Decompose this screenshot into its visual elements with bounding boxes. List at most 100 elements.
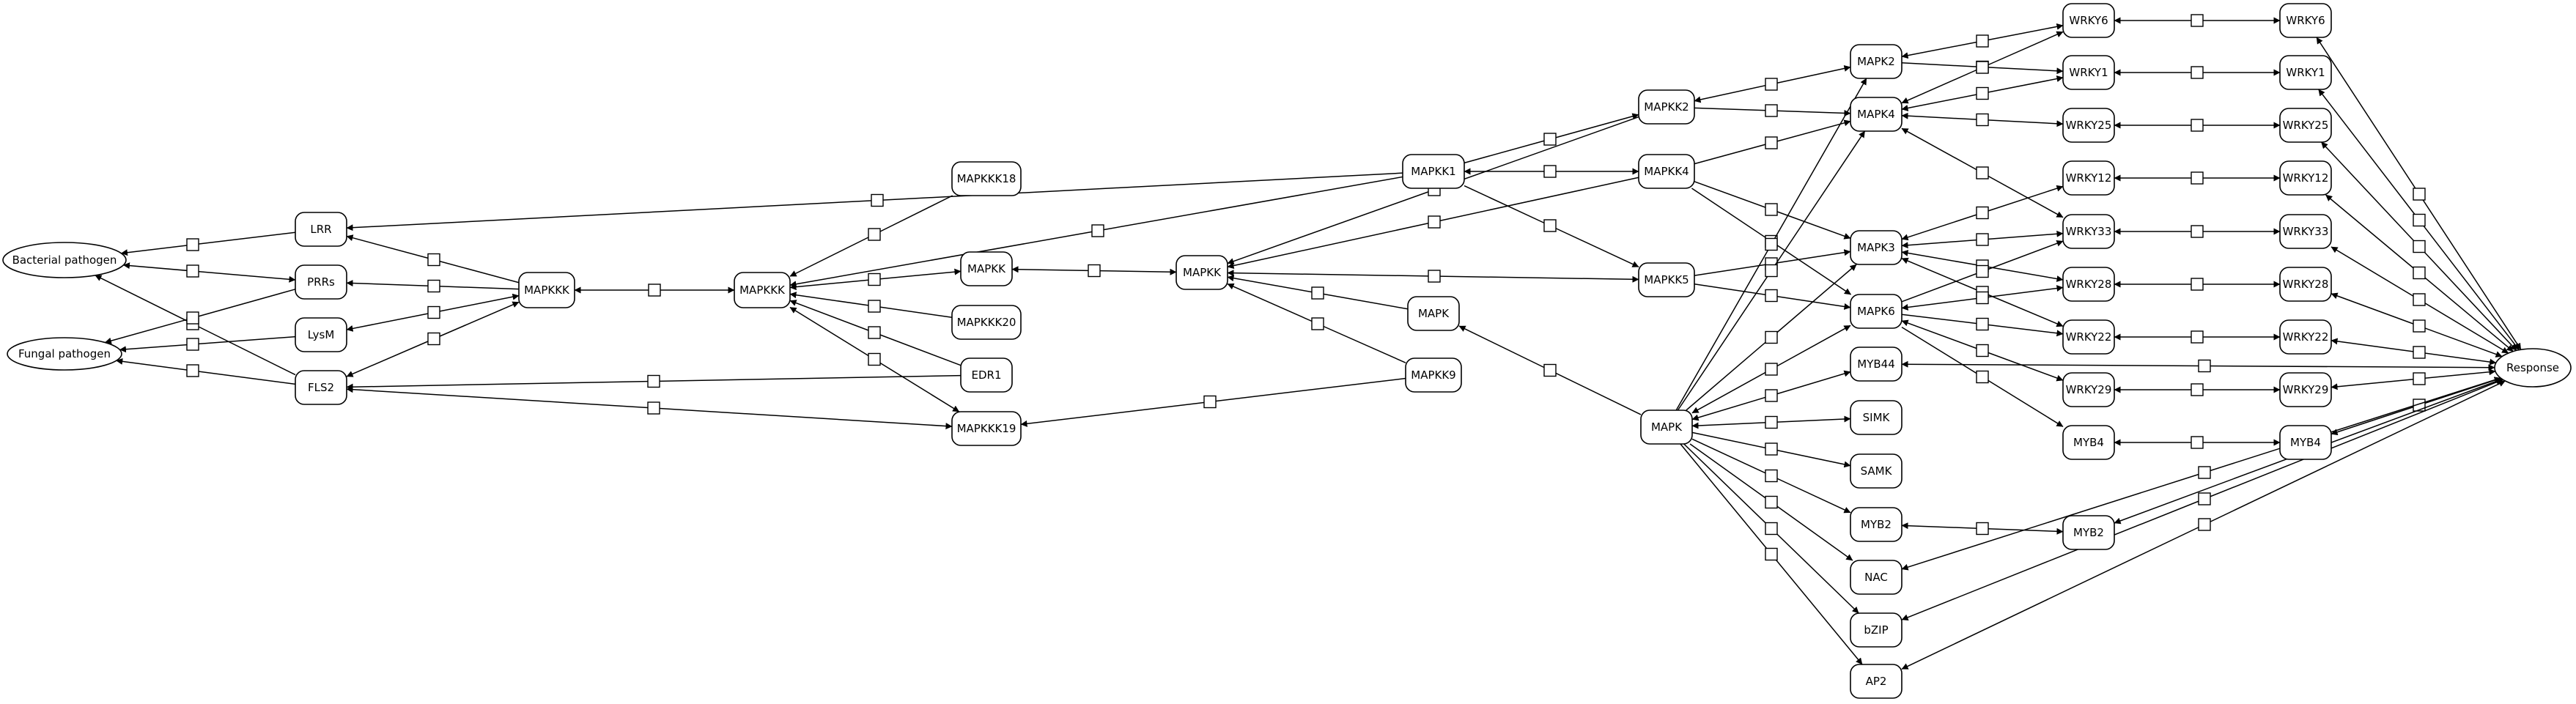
edge-mapkk_a-mapkk_b-source bbox=[1011, 266, 1095, 273]
edge-mapk2-wrky6_a-target bbox=[1982, 23, 2064, 42]
node-wrky6-a-shape bbox=[2062, 3, 2115, 38]
edge-mapk_b-myb2_a-target bbox=[1771, 475, 1851, 514]
edge-mapk2-wrky6_a-source bbox=[1901, 40, 1983, 59]
node-wrky28-b-shape bbox=[2279, 267, 2332, 302]
node-mapkk9: MAPKK9 bbox=[1405, 357, 1462, 393]
edge-fls2-fungal-target bbox=[116, 357, 193, 371]
edge-mapk6-myb4_a-target bbox=[1982, 376, 2064, 428]
node-wrky12-b-shape bbox=[2279, 160, 2332, 196]
node-mapkk2-label: MAPKK2 bbox=[1644, 100, 1689, 114]
edge-junction-mapk_b-mapk3 bbox=[1765, 330, 1778, 344]
edge-prrs-fungal-source bbox=[192, 289, 296, 319]
edge-mapkk4-mapk6-target bbox=[1771, 240, 1851, 295]
edge-fls2-fungal-source bbox=[192, 370, 296, 385]
edge-junction-myb4_a-myb4_b bbox=[2191, 436, 2204, 449]
edge-wrky12_b-response-target bbox=[2418, 272, 2514, 352]
edge-mapk_b-ap2-source bbox=[1680, 443, 1772, 555]
node-wrky22-a-label: WRKY22 bbox=[2066, 330, 2112, 344]
edge-junction-wrky28_a-wrky28_b bbox=[2191, 278, 2204, 291]
edge-mapk_b-bzip-source bbox=[1683, 443, 1772, 530]
edge-junction-mapkk5-mapk6 bbox=[1765, 289, 1778, 303]
edge-wrky29_b-response-target bbox=[2418, 368, 2496, 379]
edge-mapkk2-mapk4-target bbox=[1771, 109, 1851, 116]
edge-junction-nac-response bbox=[2198, 466, 2211, 479]
node-response-label: Response bbox=[2506, 361, 2559, 374]
node-mapkkk18-shape bbox=[951, 161, 1022, 196]
node-mapkkk-a-label: MAPKKK bbox=[524, 284, 570, 297]
node-wrky25-b-shape bbox=[2279, 108, 2332, 143]
edge-wrky6_b-response-target bbox=[2418, 193, 2522, 350]
node-mapkk2: MAPKK2 bbox=[1638, 89, 1695, 125]
node-myb2-a: MYB2 bbox=[1850, 507, 1903, 542]
edge-junction-lysm-fungal bbox=[186, 338, 199, 351]
edge-edr1-mapkkk_b-target bbox=[789, 300, 875, 333]
edge-mapk_b-mapk4-source bbox=[1677, 270, 1772, 411]
node-mapkkk20-label: MAPKKK20 bbox=[957, 316, 1016, 329]
edge-fls2-mapkkk_a-target bbox=[433, 301, 520, 340]
edge-mapk_b-myb2_a-source bbox=[1691, 438, 1772, 477]
edge-mapk6-wrky29_a-source bbox=[1901, 319, 1983, 352]
node-simk-label: SIMK bbox=[1863, 411, 1891, 424]
node-wrky22-b-label: WRKY22 bbox=[2283, 330, 2329, 344]
node-wrky25-a-label: WRKY25 bbox=[2066, 119, 2112, 132]
node-myb4-b-label: MYB4 bbox=[2290, 436, 2321, 449]
node-nac-label: NAC bbox=[1864, 571, 1888, 584]
edge-junction-mapkk1-lrr bbox=[871, 193, 884, 207]
edge-junction-mapkkk20-mapkkk_b bbox=[868, 300, 881, 313]
edge-mapkk_a-mapkkk_b-source bbox=[874, 268, 962, 281]
node-myb2-b-label: MYB2 bbox=[2073, 526, 2104, 539]
edge-mapk6-myb4_a-source bbox=[1901, 326, 1983, 378]
node-wrky22-b: WRKY22 bbox=[2279, 319, 2332, 355]
node-wrky1-a-shape bbox=[2062, 55, 2115, 90]
node-mapkk5-label: MAPKK5 bbox=[1644, 273, 1689, 286]
node-wrky28-a-label: WRKY28 bbox=[2066, 278, 2112, 291]
node-mapkk1-shape bbox=[1402, 154, 1465, 189]
edge-mapk6-wrky28_a-source bbox=[1901, 297, 1983, 311]
node-wrky29-b-label: WRKY29 bbox=[2283, 383, 2329, 396]
node-wrky33-a-shape bbox=[2062, 214, 2115, 249]
node-wrky22-a: WRKY22 bbox=[2062, 319, 2115, 355]
edge-myb44-response-source bbox=[1901, 360, 2205, 368]
edge-junction-mapk6-myb4_a bbox=[1976, 370, 1989, 384]
edge-prrs-bacterial-source bbox=[192, 270, 296, 283]
node-mapkk4-shape bbox=[1638, 154, 1695, 189]
edge-myb2_b-response-target bbox=[2310, 378, 2503, 451]
edge-mapk_a-mapkk_b-source bbox=[1317, 292, 1409, 310]
edge-mapkk4-mapk3-source bbox=[1694, 181, 1772, 210]
edge-junction-mapk6-wrky29_a bbox=[1976, 344, 1989, 357]
edge-prrs-fungal-target bbox=[104, 317, 193, 344]
edge-mapk_b-myb44-source bbox=[1691, 395, 1772, 421]
edge-mapk_b-mapk6-target bbox=[1771, 325, 1851, 370]
edge-mapk_b-samk-target bbox=[1771, 448, 1851, 468]
node-mapkk2-shape bbox=[1638, 89, 1695, 125]
node-mapkk5: MAPKK5 bbox=[1638, 262, 1695, 297]
edge-fls2-mapkkk_a-source bbox=[346, 338, 435, 377]
edge-junction-mapkk9-mapkkk19 bbox=[1203, 395, 1217, 409]
edge-junction-wrky29_b-response bbox=[2413, 372, 2426, 385]
node-mapkk5-shape bbox=[1638, 262, 1695, 297]
edge-mapkk9-mapkk_b-target bbox=[1227, 283, 1318, 325]
edge-junction-mapk_b-mapk4 bbox=[1765, 264, 1778, 278]
node-nac: NAC bbox=[1850, 560, 1903, 595]
node-wrky25-b: WRKY25 bbox=[2279, 108, 2332, 143]
edge-junction-mapk_b-myb2_a bbox=[1765, 469, 1778, 483]
edge-mapk4-wrky6_a-source bbox=[1901, 67, 1983, 104]
edge-junction-wrky25_a-wrky25_b bbox=[2191, 119, 2204, 132]
edge-junction-fls2-mapkkk_a bbox=[427, 332, 440, 346]
edge-lrr-bacterial-source bbox=[192, 231, 296, 245]
edge-mapkkk_a-prrs-target bbox=[346, 280, 435, 287]
edge-mapkkk20-mapkkk_b-target bbox=[789, 292, 875, 307]
edge-mapkk2-mapk4-source bbox=[1694, 107, 1772, 111]
node-wrky6-b-shape bbox=[2279, 3, 2332, 38]
node-myb2-a-shape bbox=[1850, 507, 1903, 542]
edge-bzip-response-source bbox=[1901, 498, 2205, 621]
edge-mapk_b-mapk_a-target bbox=[1458, 325, 1551, 371]
edge-mapk2-wrky1_a-target bbox=[1982, 66, 2064, 75]
edge-junction-myb2_a-myb2_b bbox=[1976, 522, 1989, 536]
node-mapkkk-b-label: MAPKKK bbox=[739, 284, 786, 297]
edge-fls2-bacterial-source bbox=[192, 323, 296, 376]
node-fungal-label: Fungal pathogen bbox=[18, 347, 111, 360]
edge-junction-mapk3-wrky12_a bbox=[1976, 206, 1989, 220]
node-prrs-label: PRRs bbox=[307, 275, 335, 289]
